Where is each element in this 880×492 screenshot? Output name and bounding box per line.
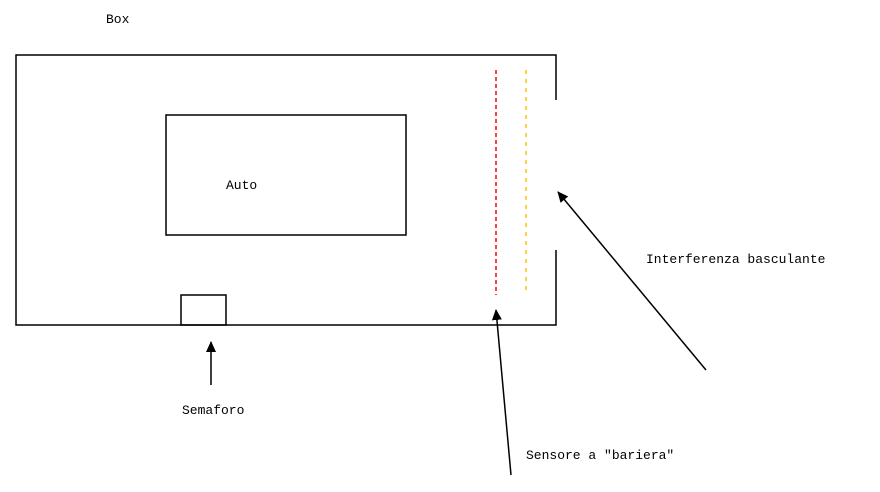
semaforo-label: Semaforo bbox=[182, 403, 244, 418]
sensore-label: Sensore a "bariera" bbox=[526, 448, 674, 463]
interferenza-label: Interferenza basculante bbox=[646, 252, 825, 267]
auto-rect bbox=[165, 114, 407, 236]
box-outline bbox=[15, 54, 557, 326]
semaforo-rect bbox=[180, 294, 227, 326]
auto-label: Auto bbox=[226, 178, 257, 193]
box-label: Box bbox=[106, 12, 130, 27]
interferenza-arrow bbox=[557, 191, 707, 371]
sensore-arrow bbox=[491, 309, 512, 476]
